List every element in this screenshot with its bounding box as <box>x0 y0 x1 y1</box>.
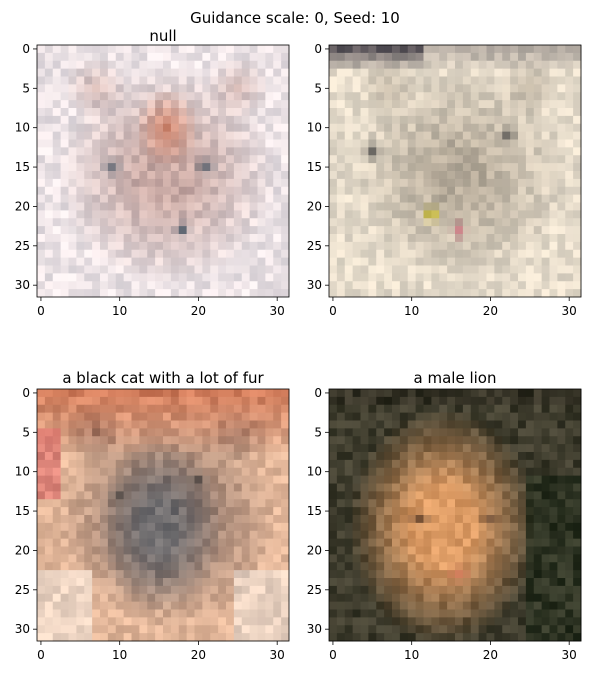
y-tick-label: 0 <box>22 42 30 56</box>
panels-layer: null 0 5 10 15 20 25 30 0 10 20 30 0 5 10 15 20 25 30 0 10 20… <box>15 27 582 662</box>
y-tick-label: 5 <box>22 81 30 95</box>
y-tick-label: 10 <box>15 465 30 479</box>
x-tick-label: 30 <box>562 304 577 318</box>
x-tick-label: 30 <box>562 648 577 662</box>
y-tick-label: 15 <box>307 160 322 174</box>
x-tick-label: 20 <box>191 648 206 662</box>
panel-2: 0 5 10 15 20 25 30 0 10 20 30 <box>307 42 582 318</box>
y-tick-label: 20 <box>15 543 30 557</box>
y-tick-label: 25 <box>307 583 322 597</box>
y-tick-label: 15 <box>15 504 30 518</box>
y-tick-label: 10 <box>15 121 30 135</box>
y-tick-label: 30 <box>307 622 322 636</box>
y-tick-label: 20 <box>307 199 322 213</box>
x-tick-label: 0 <box>37 304 45 318</box>
y-tick-label: 25 <box>307 239 322 253</box>
y-tick-label: 20 <box>307 543 322 557</box>
x-tick-label: 0 <box>329 304 337 318</box>
axes-frame <box>328 388 582 642</box>
y-tick-label: 0 <box>314 386 322 400</box>
panel-image <box>37 45 290 298</box>
y-tick-label: 30 <box>15 278 30 292</box>
y-tick-label: 0 <box>314 42 322 56</box>
axes-frame <box>36 44 290 298</box>
y-tick-label: 5 <box>22 425 30 439</box>
y-tick-label: 30 <box>15 622 30 636</box>
panel-title: a black cat with a lot of fur <box>62 369 264 387</box>
x-tick-label: 30 <box>270 304 285 318</box>
y-tick-label: 5 <box>314 81 322 95</box>
panel-4: a male lion 0 5 10 15 20 25 30 0 10 20 30 <box>307 369 582 662</box>
x-tick-label: 10 <box>112 304 127 318</box>
y-tick-label: 5 <box>314 425 322 439</box>
x-tick-label: 10 <box>112 648 127 662</box>
y-tick-label: 15 <box>15 160 30 174</box>
x-tick-label: 10 <box>404 648 419 662</box>
x-tick-label: 0 <box>329 648 337 662</box>
y-tick-label: 10 <box>307 465 322 479</box>
axes-frame <box>328 44 582 298</box>
panel-3: a black cat with a lot of fur 0 5 10 15 20 25 3… <box>15 369 290 662</box>
y-tick-label: 25 <box>15 239 30 253</box>
panel-title: null <box>149 27 176 45</box>
panel-image <box>329 389 582 642</box>
x-tick-label: 20 <box>483 648 498 662</box>
panel-1: null 0 5 10 15 20 25 30 0 10 20 30 <box>15 27 290 318</box>
panel-image <box>329 45 582 298</box>
y-tick-label: 0 <box>22 386 30 400</box>
axes-frame <box>36 388 290 642</box>
panel-title: a male lion <box>414 369 497 387</box>
x-tick-label: 0 <box>37 648 45 662</box>
panel-image <box>37 389 290 642</box>
y-tick-label: 30 <box>307 278 322 292</box>
x-tick-label: 20 <box>483 304 498 318</box>
y-tick-label: 15 <box>307 504 322 518</box>
x-tick-label: 20 <box>191 304 206 318</box>
y-tick-label: 25 <box>15 583 30 597</box>
x-tick-label: 30 <box>270 648 285 662</box>
y-tick-label: 10 <box>307 121 322 135</box>
y-tick-label: 20 <box>15 199 30 213</box>
suptitle: Guidance scale: 0, Seed: 10 <box>190 9 400 27</box>
x-tick-label: 10 <box>404 304 419 318</box>
